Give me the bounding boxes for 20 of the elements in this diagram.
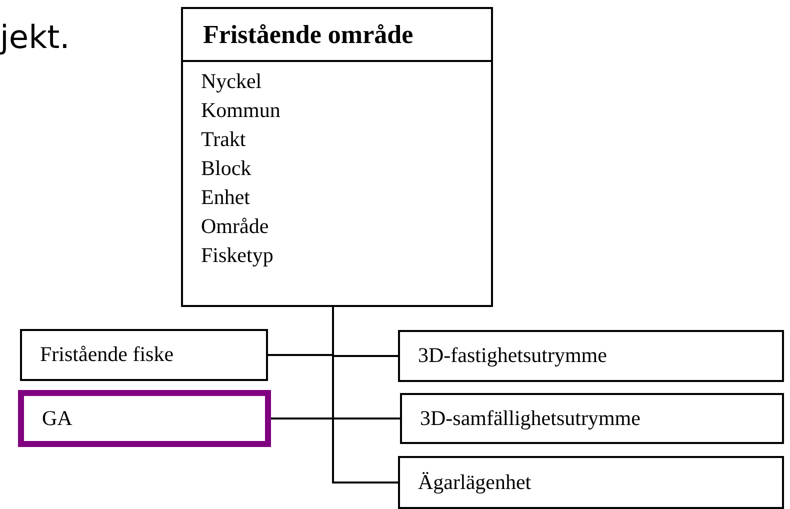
attribute-text: Trakt <box>201 127 246 152</box>
entity-box <box>181 7 493 307</box>
entity-name: Ägarlägenhet <box>418 470 532 494</box>
connector-line <box>332 307 398 484</box>
entity-box <box>398 330 784 382</box>
attribute-text: Fisketyp <box>201 243 274 268</box>
entity-name: Fristående fiske <box>40 342 174 367</box>
entity-title: Fristående område <box>203 20 414 50</box>
entity-box <box>18 390 271 447</box>
attribute-text: Enhet <box>201 185 250 210</box>
entity-name: 3D-fastighetsutrymme <box>418 343 607 368</box>
entity-box <box>398 456 784 509</box>
entity-name: 3D-samfällighetsutrymme <box>420 406 640 430</box>
entity-name: GA <box>42 406 72 430</box>
attribute-text: Block <box>201 156 252 181</box>
attribute-text: Område <box>201 214 269 239</box>
attribute-text: Kommun <box>201 98 280 123</box>
attribute-text: Nyckel <box>201 69 262 94</box>
entity-box <box>20 329 268 381</box>
entity-box <box>400 393 784 444</box>
